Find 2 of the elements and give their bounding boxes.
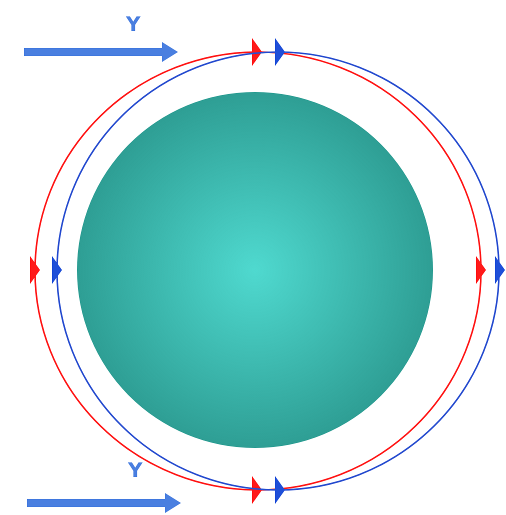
direction-label: Y [128,460,142,480]
direction-label: Y [126,14,140,34]
